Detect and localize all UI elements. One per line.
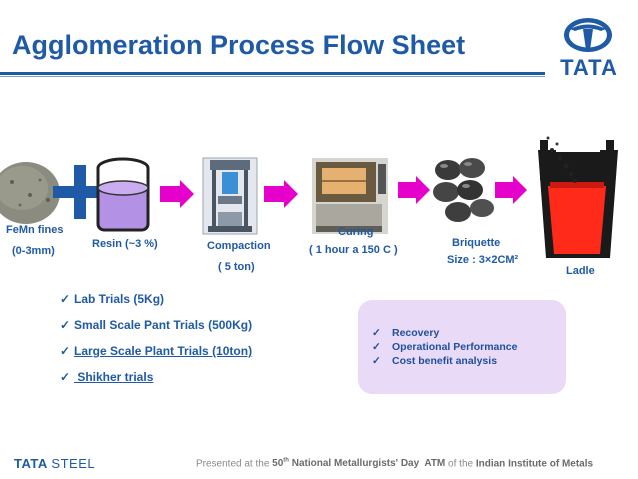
check-icon: ✓ — [372, 327, 381, 339]
list-item: ✓Recovery — [372, 327, 440, 339]
resin-beaker-icon — [96, 157, 150, 232]
briquette-size-label: Size : 3×2CM² — [447, 254, 519, 266]
check-icon: ✓ — [372, 341, 381, 353]
briquettes-icon — [433, 158, 494, 222]
title-rule — [0, 72, 545, 75]
footer-credit: Presented at the 50th National Metallurg… — [196, 458, 594, 470]
curing-label: Curing — [338, 226, 374, 238]
fines-pile-icon — [0, 162, 60, 224]
tata-logo-icon — [564, 18, 612, 52]
benefits-list: ✓Recovery ✓Operational Performance ✓Cost… — [372, 327, 517, 369]
compaction-sub-label: ( 5 ton) — [218, 261, 255, 273]
flow-arrow-1 — [160, 180, 194, 208]
curing-oven-icon — [312, 158, 388, 234]
flow-arrow-3 — [398, 176, 430, 204]
list-item: ✓Lab Trials (5Kg) — [60, 292, 165, 306]
curing-sub-label: ( 1 hour a 150 C ) — [309, 244, 398, 256]
ladle-icon — [538, 136, 618, 258]
tata-logo-text: TATA — [560, 55, 618, 80]
list-item: ✓Cost benefit analysis — [372, 355, 498, 367]
briquette-label: Briquette — [452, 237, 501, 249]
resin-label: Resin (~3 %) — [92, 238, 158, 250]
flow-arrow-4 — [495, 176, 527, 204]
benefits-box: ✓Recovery ✓Operational Performance ✓Cost… — [358, 300, 566, 394]
fines-label: FeMn fines — [6, 224, 64, 236]
list-item: ✓Small Scale Pant Trials (500Kg) — [60, 318, 253, 332]
fines-size-label: (0-3mm) — [12, 245, 55, 257]
compaction-label: Compaction — [207, 240, 271, 252]
page-title: Agglomeration Process Flow Sheet — [12, 30, 466, 60]
list-item: ✓Operational Performance — [372, 341, 518, 353]
tata-steel-logo: TATA STEEL — [14, 456, 96, 471]
ladle-label: Ladle — [566, 265, 595, 277]
list-item: ✓Large Scale Plant Trials (10ton) — [60, 344, 253, 358]
check-icon: ✓ — [60, 370, 71, 384]
compaction-press-icon — [202, 157, 258, 235]
check-icon: ✓ — [60, 318, 71, 332]
flow-arrow-2 — [264, 180, 298, 208]
list-item: ✓ Shikher trials — [60, 370, 154, 384]
check-icon: ✓ — [60, 292, 71, 306]
trials-list: ✓Lab Trials (5Kg) ✓Small Scale Pant Tria… — [60, 292, 252, 396]
title-rule-thin — [0, 76, 545, 77]
check-icon: ✓ — [60, 344, 71, 358]
plus-icon — [53, 165, 107, 219]
check-icon: ✓ — [372, 355, 381, 367]
